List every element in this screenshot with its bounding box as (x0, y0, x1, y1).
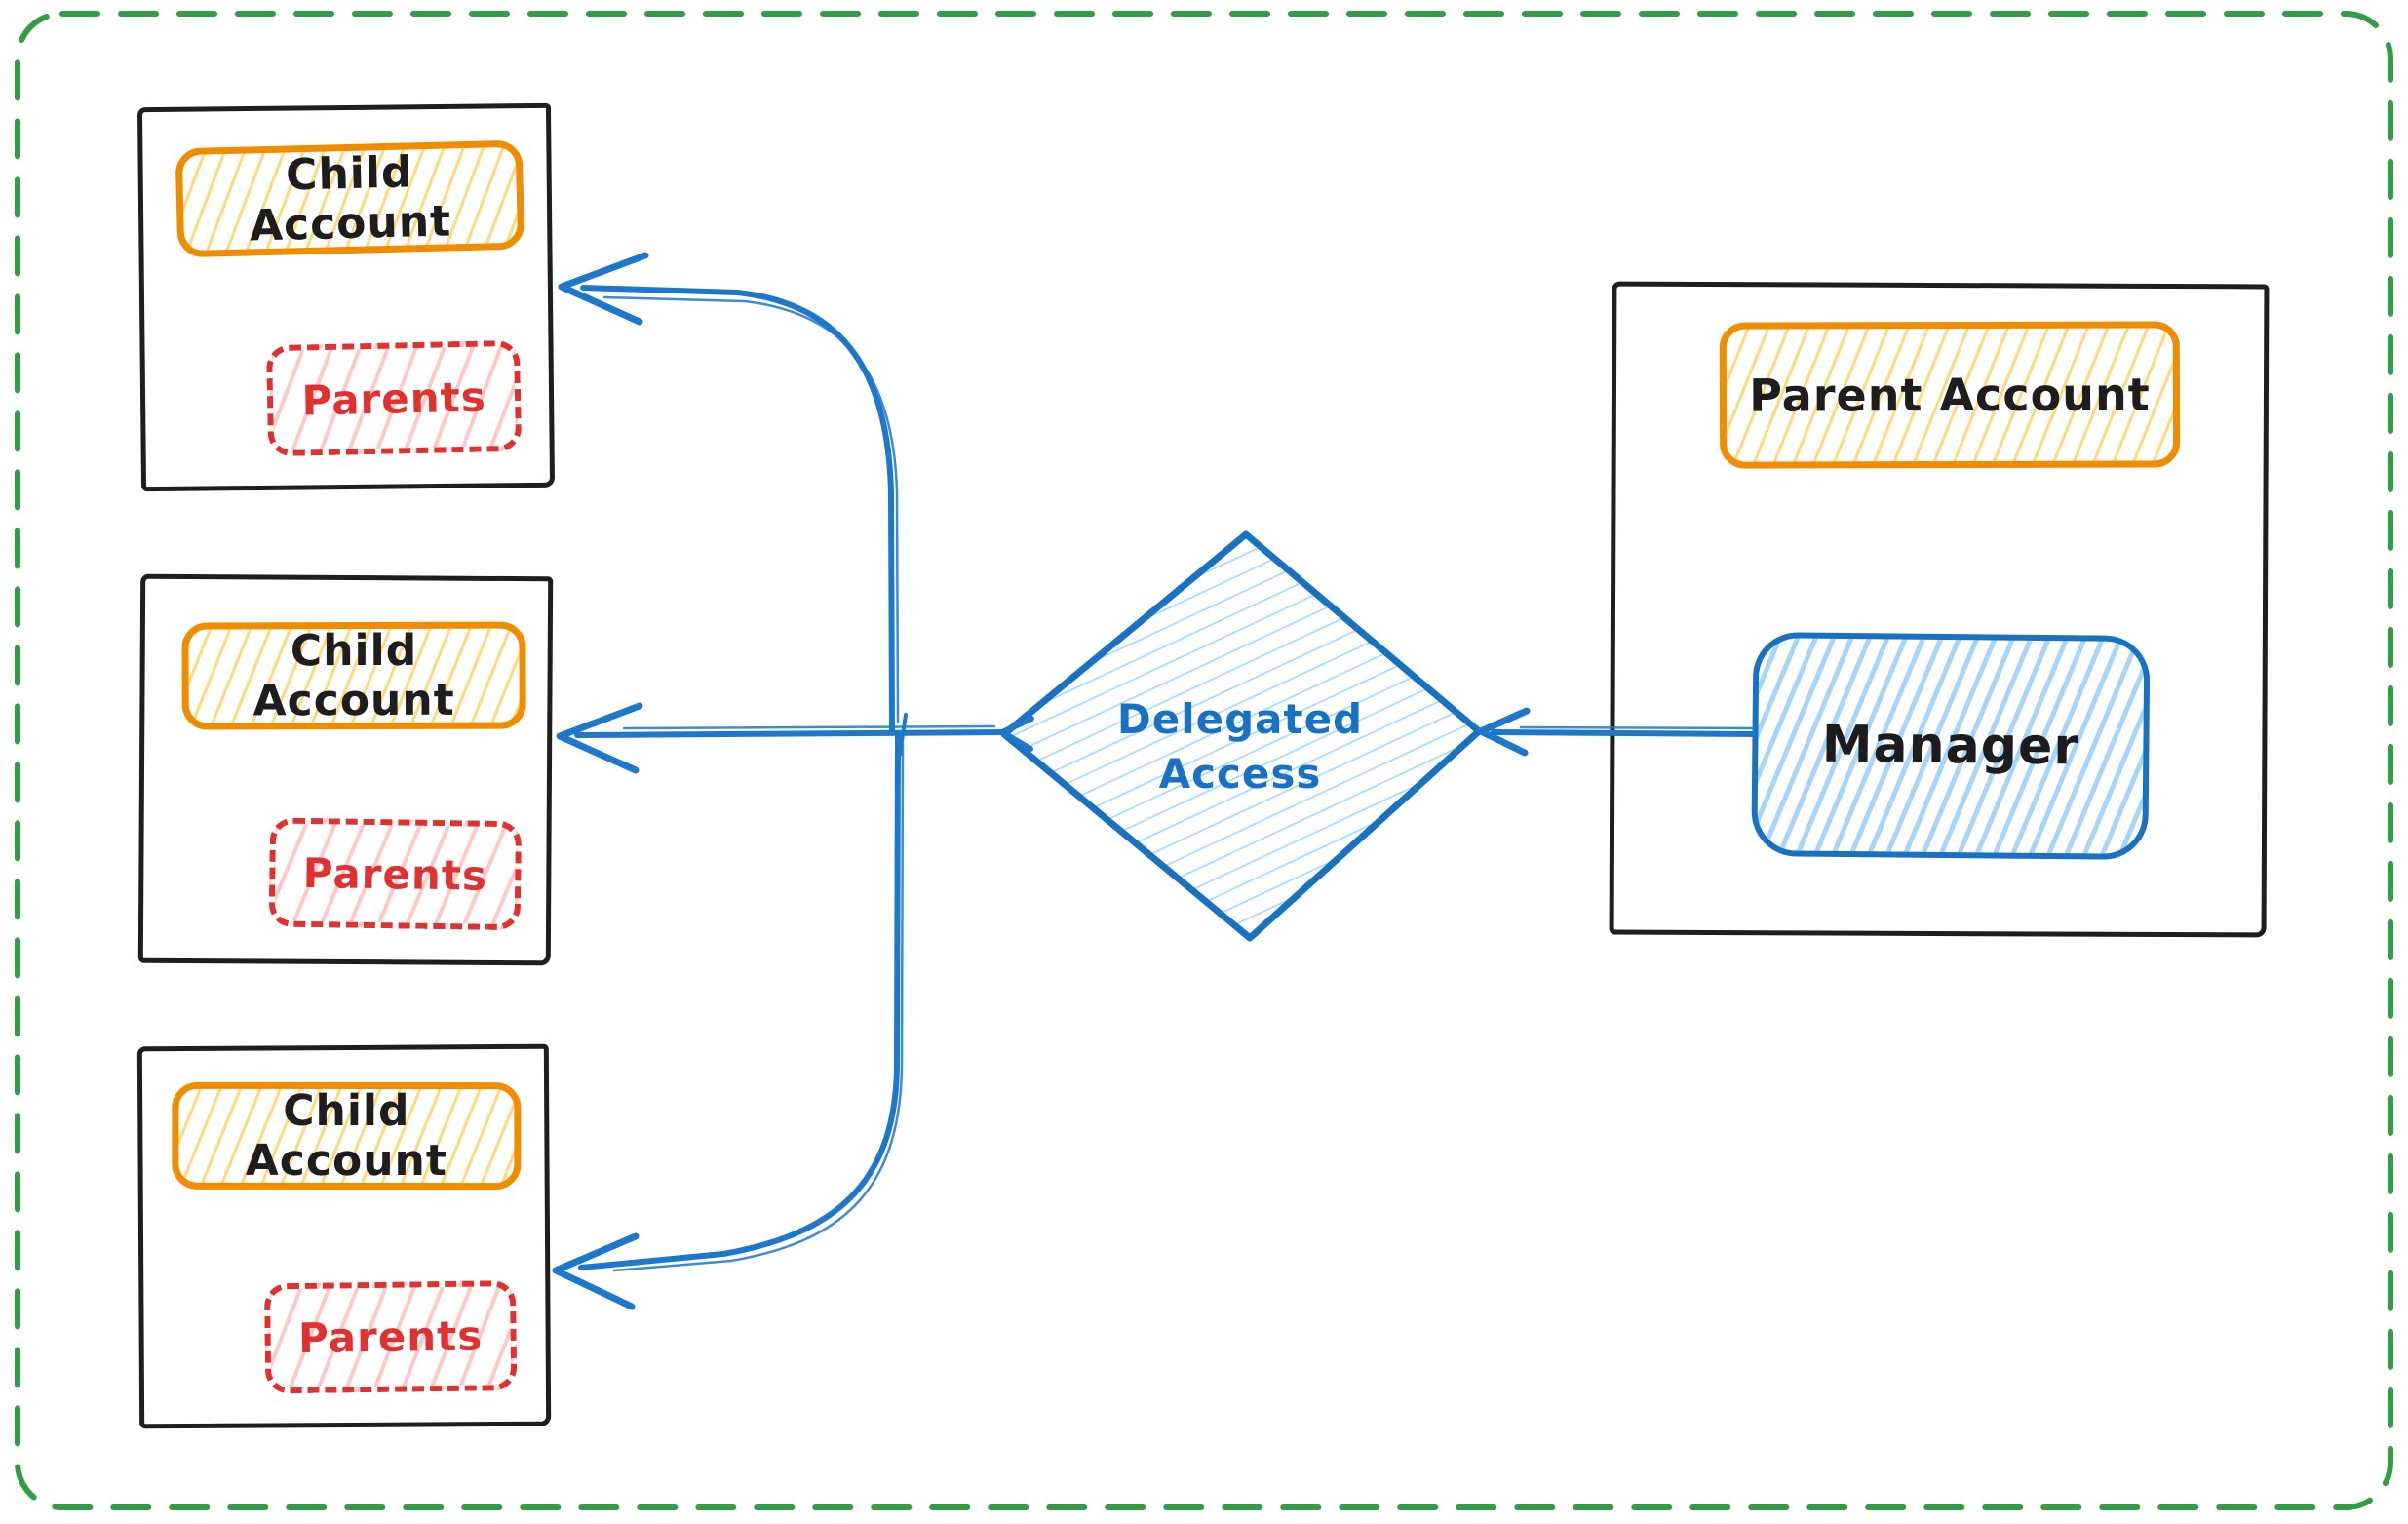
delegated-access-diamond[interactable]: Delegated Access (1000, 530, 1483, 942)
delegated-access-label-line1: Delegated (1117, 695, 1363, 743)
arrow-delegated-access-to-child-middle[interactable] (556, 702, 1004, 774)
arrow-manager-to-delegated-access[interactable] (1477, 707, 1757, 757)
canvas-dashed-frame (15, 11, 2393, 1510)
arrow-delegated-access-to-child-bottom[interactable] (552, 732, 905, 1310)
delegated-access-label-line2: Access (1159, 750, 1322, 798)
arrow-delegated-access-to-child-top[interactable] (558, 252, 900, 734)
